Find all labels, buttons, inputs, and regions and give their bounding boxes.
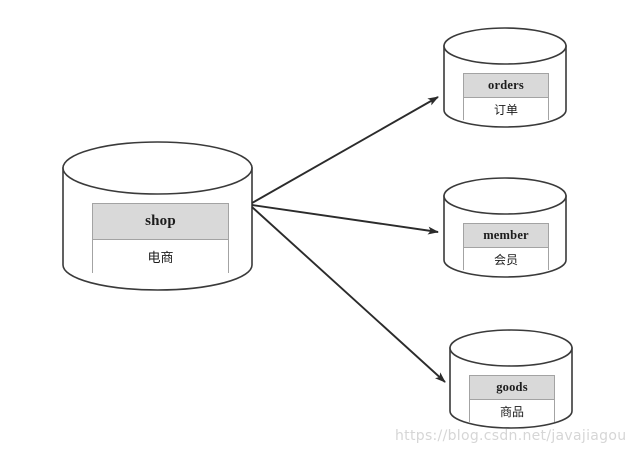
db-name-goods: goods <box>470 376 554 400</box>
arrow-shop-to-goods <box>251 206 446 383</box>
db-description-orders: 订单 <box>464 98 548 120</box>
db-name-orders: orders <box>464 74 548 98</box>
db-name-member: member <box>464 224 548 248</box>
arrow-shop-to-member <box>251 204 439 235</box>
arrow-shop-to-orders <box>251 96 439 204</box>
db-label-shop: shop 电商 <box>92 203 229 273</box>
db-description-shop: 电商 <box>93 240 228 273</box>
db-description-goods: 商品 <box>470 400 554 422</box>
watermark-text: https://blog.csdn.net/javajiagou <box>395 428 627 444</box>
db-label-member: member 会员 <box>463 223 549 270</box>
db-label-goods: goods 商品 <box>469 375 555 422</box>
db-name-shop: shop <box>93 204 228 240</box>
db-label-orders: orders 订单 <box>463 73 549 120</box>
db-description-member: 会员 <box>464 248 548 270</box>
